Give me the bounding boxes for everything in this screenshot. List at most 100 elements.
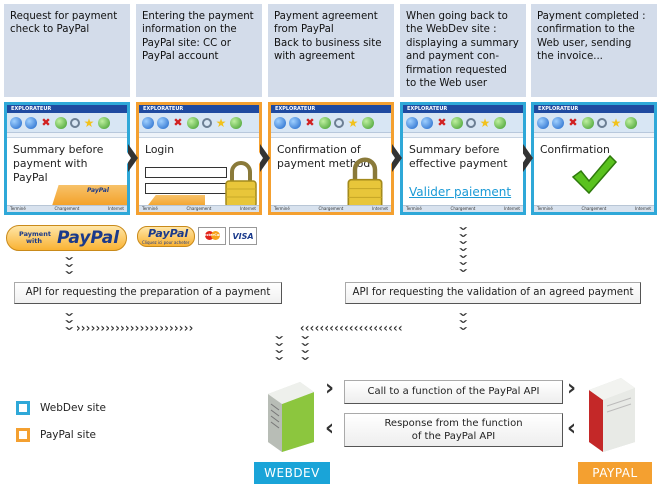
arrow-right-icon	[257, 144, 270, 172]
search-icon	[597, 117, 607, 128]
legend-paypal-swatch	[16, 428, 30, 442]
legend-webdev-swatch	[16, 401, 30, 415]
page-text: Login	[145, 143, 175, 156]
left-arrow-icon: ‹	[567, 416, 577, 441]
favorites-icon: ★	[83, 115, 95, 130]
browser-body: Confirmation	[534, 139, 654, 205]
password-field	[145, 183, 227, 194]
down-arrows-icon: ›››	[59, 312, 80, 331]
browser-body: Login	[139, 139, 259, 205]
api-validate-box: API for requesting the validation of an …	[345, 282, 641, 304]
mastercard-logo: MasterCard	[198, 227, 226, 245]
step-1-description: Request for payment check to PayPal	[4, 4, 130, 97]
browser-step-3: EXPLORATEUR ✖ ★ Confirmation of payment …	[268, 102, 394, 215]
padlock-icon	[225, 161, 257, 208]
arrow-right-icon	[389, 144, 402, 172]
left-arrows-icon: ‹‹‹‹‹‹‹‹‹‹‹‹‹‹‹‹‹‹‹‹‹	[300, 321, 403, 335]
history-icon	[362, 116, 374, 129]
step-4-description: When going back to the WebDev site : dis…	[400, 4, 526, 97]
paypal-tag: PAYPAL	[578, 462, 652, 484]
browser-body: Summary before effective payment Valider…	[403, 139, 523, 205]
browser-title: EXPLORATEUR	[7, 105, 127, 113]
stop-icon: ✖	[173, 115, 183, 129]
browser-title: EXPLORATEUR	[534, 105, 654, 113]
stop-icon: ✖	[568, 115, 578, 129]
stop-icon: ✖	[41, 115, 51, 129]
down-arrows-icon: ››››	[269, 335, 290, 361]
browser-step-4: EXPLORATEUR ✖ ★ Summary before effective…	[400, 102, 526, 215]
stop-icon: ✖	[305, 115, 315, 129]
browser-toolbar: ✖ ★	[7, 113, 127, 133]
refresh-icon	[187, 116, 199, 129]
page-text: Summary before payment with PayPal	[13, 143, 104, 184]
down-arrows-icon: ››››	[295, 335, 316, 361]
response-line-1: Response from the function	[384, 418, 523, 429]
payment-with-text: Payment with	[19, 230, 51, 245]
refresh-icon	[319, 116, 331, 129]
down-arrows-icon: ›››	[59, 256, 80, 275]
padlock-icon	[347, 157, 383, 210]
paypal-small-button[interactable]: PayPal Cliquez ici pour acheter	[137, 226, 195, 247]
call-function-box: Call to a function of the PayPal API	[344, 380, 563, 404]
paypal-server-icon	[589, 378, 635, 452]
step-5-description: Payment completed : confirmation to the …	[531, 4, 657, 97]
back-icon	[406, 116, 418, 129]
page-text: Confirmation	[540, 143, 610, 156]
browser-title: EXPLORATEUR	[271, 105, 391, 113]
favorites-icon: ★	[479, 115, 491, 130]
paypal-logo: PayPal	[87, 187, 109, 194]
right-arrow-icon: ›	[567, 376, 577, 401]
step-3-description: Payment agreement from PayPal Back to bu…	[268, 4, 394, 97]
browser-toolbar: ✖ ★	[534, 113, 654, 133]
address-bar	[534, 133, 654, 138]
browser-step-1: EXPLORATEUR ✖ ★ Summary before payment w…	[4, 102, 130, 215]
down-arrows-icon: ›››››››	[453, 226, 474, 273]
refresh-icon	[451, 116, 463, 129]
back-icon	[537, 116, 549, 129]
favorites-icon: ★	[610, 115, 622, 130]
response-function-box: Response from the function of the PayPal…	[344, 413, 563, 447]
step-2-description: Entering the payment information on the …	[136, 4, 262, 97]
down-arrows-icon: ›››	[453, 312, 474, 331]
visa-logo: VISA	[229, 227, 257, 245]
browser-body: Summary before payment with PayPal	[7, 139, 127, 205]
page-text: Summary before effective payment	[409, 143, 508, 170]
favorites-icon: ★	[347, 115, 359, 130]
search-icon	[202, 117, 212, 128]
paypal-payment-button[interactable]: Payment with PayPal	[6, 225, 127, 251]
address-bar	[403, 133, 523, 138]
forward-icon	[421, 116, 433, 129]
browser-toolbar: ✖ ★	[403, 113, 523, 133]
arrow-right-icon	[520, 144, 533, 172]
address-bar	[271, 133, 391, 138]
paypal-logo: PayPal	[148, 227, 189, 240]
browser-title: EXPLORATEUR	[403, 105, 523, 113]
arrow-right-icon	[125, 144, 138, 172]
response-line-2: of the PayPal API	[411, 431, 496, 442]
back-icon	[142, 116, 154, 129]
click-to-buy-text: Cliquez ici pour acheter	[142, 240, 190, 245]
left-arrow-icon: ‹	[325, 416, 335, 441]
search-icon	[70, 117, 80, 128]
forward-icon	[25, 116, 37, 129]
checkmark-icon	[571, 154, 618, 195]
browser-toolbar: ✖ ★	[139, 113, 259, 133]
back-icon	[10, 116, 22, 129]
history-icon	[230, 116, 242, 129]
right-arrow-icon: ›	[325, 376, 335, 401]
webdev-tag: WEBDEV	[254, 462, 330, 484]
search-icon	[466, 117, 476, 128]
paypal-logo: PayPal	[57, 228, 120, 248]
browser-toolbar: ✖ ★	[271, 113, 391, 133]
validate-payment-link[interactable]: Valider paiement	[409, 185, 512, 199]
legend-webdev-label: WebDev site	[40, 402, 106, 414]
page-text: Confirmation of payment method	[277, 143, 371, 170]
history-icon	[625, 116, 637, 129]
api-prepare-box: API for requesting the preparation of a …	[14, 282, 282, 304]
